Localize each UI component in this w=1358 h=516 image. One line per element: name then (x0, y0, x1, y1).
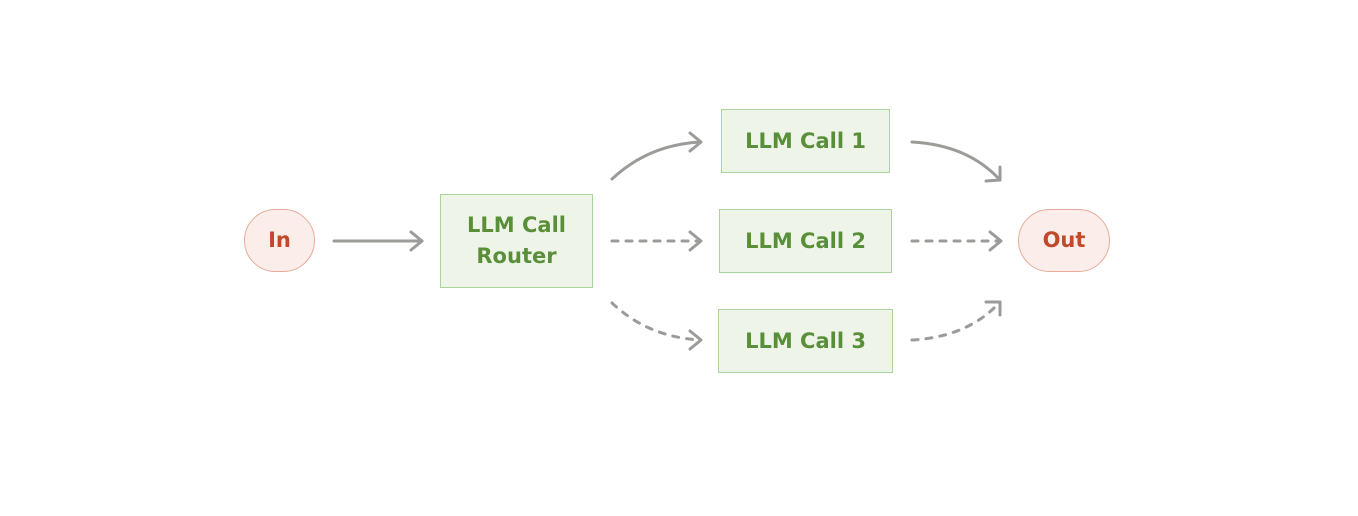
input-node-label: In (268, 228, 291, 252)
edge-in-to-router (332, 230, 424, 252)
llm-call-3-label: LLM Call 3 (745, 328, 866, 353)
llm-call-1-label: LLM Call 1 (745, 128, 866, 153)
edge-call2-to-out (910, 230, 1003, 252)
llm-call-2-node: LLM Call 2 (719, 209, 892, 273)
llm-call-1-node: LLM Call 1 (721, 109, 890, 173)
edge-router-to-call1 (610, 131, 703, 181)
output-node-label: Out (1042, 228, 1086, 252)
edge-call1-to-out (910, 140, 1002, 183)
input-node: In (244, 209, 315, 272)
edge-router-to-call2 (610, 230, 703, 252)
router-node: LLM Call Router (440, 194, 593, 288)
llm-call-3-node: LLM Call 3 (718, 309, 893, 373)
llm-call-2-label: LLM Call 2 (745, 228, 866, 253)
output-node: Out (1018, 209, 1110, 272)
router-node-label: LLM Call Router (467, 213, 566, 268)
edge-call3-to-out (910, 300, 1002, 342)
edge-router-to-call3 (610, 301, 703, 351)
